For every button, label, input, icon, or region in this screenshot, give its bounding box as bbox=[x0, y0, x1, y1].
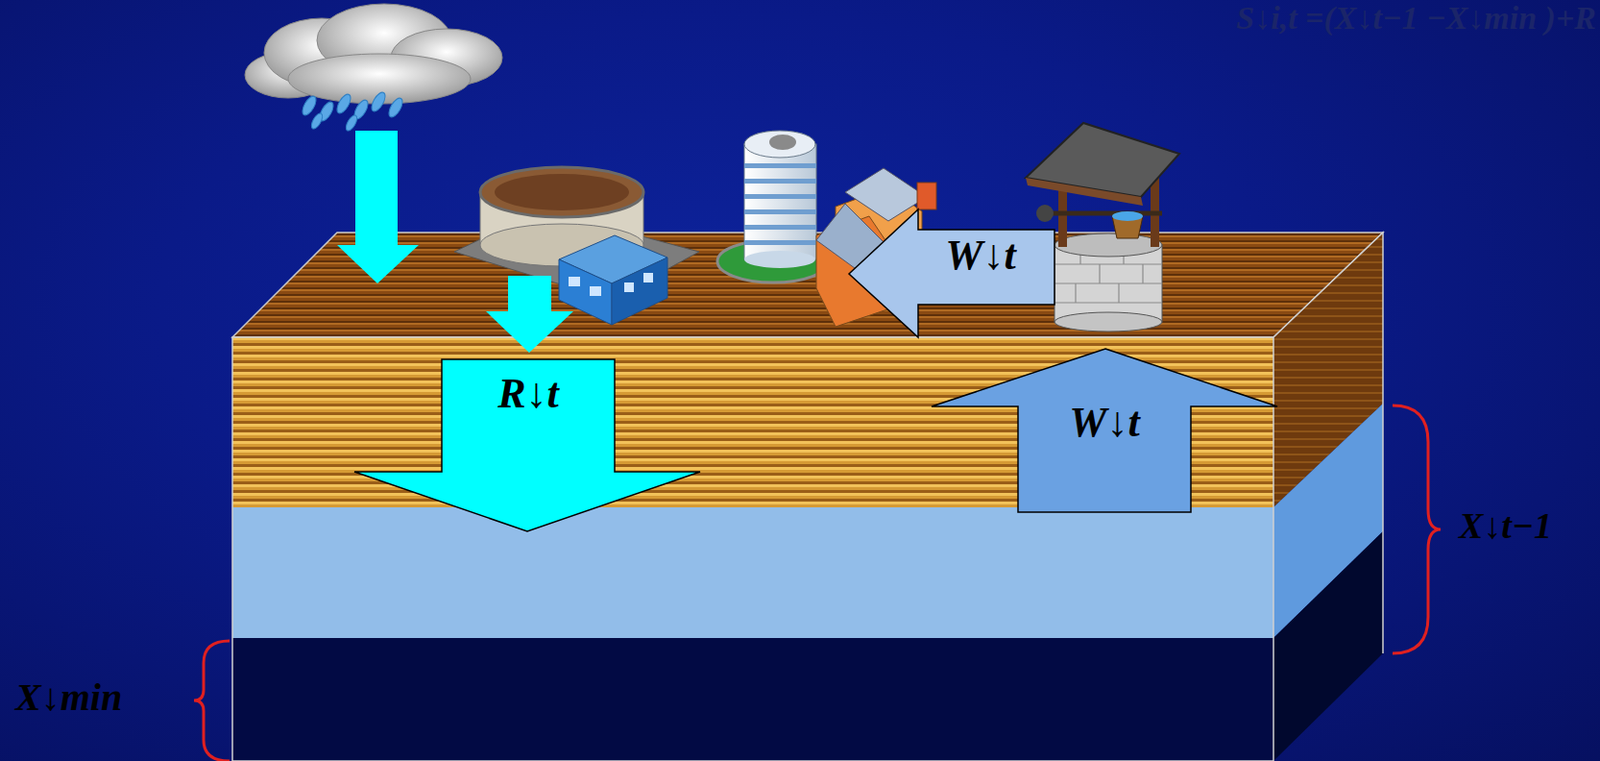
rain-cloud bbox=[244, 3, 503, 133]
bracket bbox=[193, 640, 230, 761]
groundwater-layer bbox=[232, 507, 1274, 638]
bracket bbox=[1392, 405, 1441, 654]
bracket-label: X↓t−1 bbox=[1458, 507, 1552, 544]
flow-symbol: R↓t bbox=[441, 372, 615, 415]
withdrawal-arrow: W↓t bbox=[931, 348, 1278, 512]
block-outline bbox=[1273, 232, 1383, 654]
side-minimum bbox=[1273, 531, 1383, 761]
rain-arrow bbox=[337, 130, 419, 284]
treatment-plant bbox=[454, 167, 700, 325]
arrow-body bbox=[848, 209, 1055, 338]
arrow-body bbox=[931, 348, 1278, 512]
flow-symbol: W↓t bbox=[906, 234, 1055, 277]
discharge-arrow bbox=[485, 275, 574, 353]
supply-arrow: W↓t bbox=[848, 209, 1055, 338]
minimum-storage-layer bbox=[232, 637, 1274, 761]
block-outline bbox=[232, 337, 1274, 761]
flow-symbol: W↓t bbox=[1018, 401, 1191, 444]
storage-formula: S↓i,t =(X↓t−1 −X↓min )+R bbox=[1236, 1, 1597, 35]
recharge-arrow: R↓t bbox=[354, 359, 701, 532]
arrow-body bbox=[354, 359, 701, 532]
bracket-label: X↓min bbox=[15, 678, 122, 717]
